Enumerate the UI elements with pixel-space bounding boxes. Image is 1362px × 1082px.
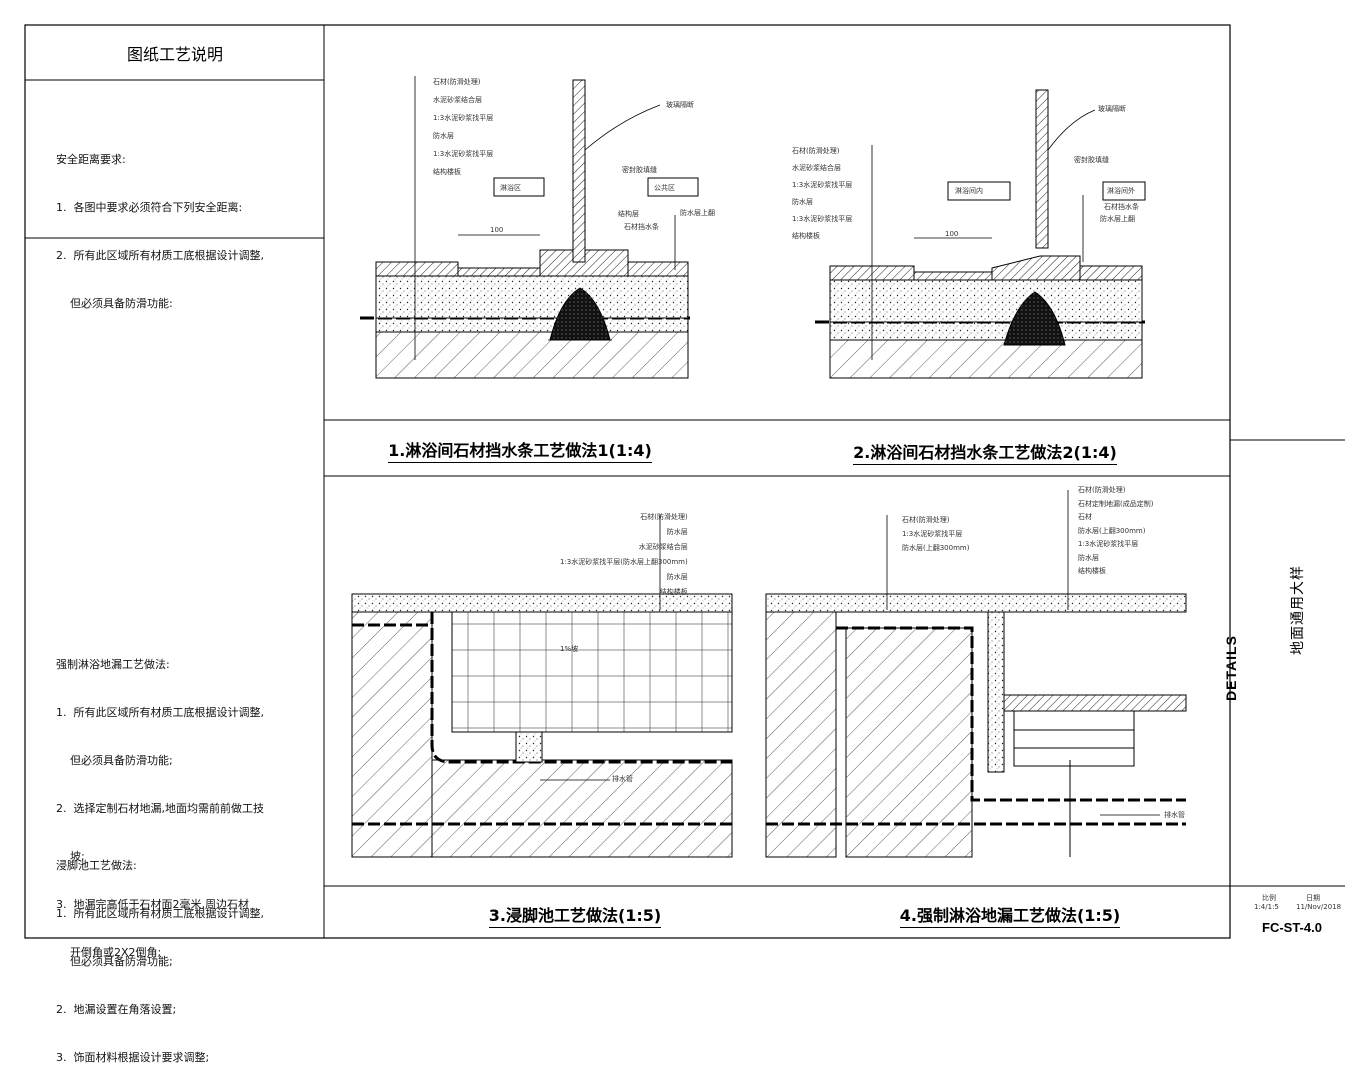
drawing-title-en: DETAILS: [1222, 635, 1239, 701]
footbath-item: 2. 地漏设置在角落设置;: [56, 1003, 177, 1016]
panel-2-tag-left: 淋浴间内: [955, 187, 983, 195]
safety-item: 1. 各图中要求必须符合下列安全距离:: [56, 201, 243, 214]
panel-4-title: 4.强制淋浴地漏工艺做法(1:5): [855, 902, 1165, 928]
footbath-item: 1. 所有此区域所有材质工底根据设计调整,: [56, 907, 264, 920]
shower-item: 开倒角或2X2倒角;: [56, 946, 162, 959]
drawing-title-cn: 地面通用大样: [1290, 565, 1306, 655]
panel-2-dim: 100: [945, 230, 959, 238]
shower-notes: 强制淋浴地漏工艺做法: 1. 所有此区域所有材质工底根据设计调整, 但必须具备防…: [56, 625, 264, 977]
panel-2-tag-right: 淋浴间外: [1107, 187, 1135, 195]
panel-2-right-label: 石材挡水条: [1104, 203, 1139, 211]
panel-1-tag-right: 公共区: [654, 184, 675, 192]
panel-1-right-label: 石材挡水条: [624, 223, 659, 231]
panel-4-right-labels: 石材(防滑处理)石材定制地漏(成品定制)石材防水层(上翻300mm)1:3水泥砂…: [1078, 486, 1154, 575]
drawing-sheet: [24, 24, 1345, 939]
panel-2-right-label: 密封胶填缝: [1074, 156, 1109, 164]
panel-4-left-labels: 石材(防滑处理)1:3水泥砂浆找平层防水层(上翻300mm): [902, 516, 970, 552]
safety-notes: 安全距离要求: 1. 各图中要求必须符合下列安全距离: 2. 所有此区域所有材质…: [56, 120, 264, 328]
panel-1-right-label: 密封胶填缝: [622, 166, 657, 174]
panel-1-tag-left: 淋浴区: [500, 184, 521, 192]
panel-3-drain-label: 排水管: [612, 775, 633, 783]
footbath-notes: 浸脚池工艺做法: 1. 所有此区域所有材质工底根据设计调整, 但必须具备防滑功能…: [56, 826, 264, 1082]
panel-4-section: [765, 490, 1187, 858]
panel-2-title: 2.淋浴间石材挡水条工艺做法2(1:4): [825, 439, 1145, 465]
shower-item: 3. 地漏完高低于石材面2毫米,周边石材: [56, 898, 249, 911]
panel-1-section: [360, 76, 699, 379]
shower-item: 2. 选择定制石材地漏,地面均需前前做工技: [56, 802, 264, 815]
date-value: 11/Nov/2018: [1296, 903, 1342, 911]
footbath-item: 但必须具备防滑功能;: [56, 955, 173, 968]
panel-2-right-label: 防水层上翻: [1100, 215, 1135, 223]
panel-1-right-label: 玻璃隔断: [666, 101, 694, 109]
shower-title: 强制淋浴地漏工艺做法:: [56, 658, 170, 671]
shower-item: 坡;: [56, 850, 85, 863]
panel-2-right-label: 玻璃隔断: [1098, 105, 1126, 113]
panel-2-section: [815, 89, 1146, 379]
panel-3-section: [351, 515, 733, 858]
panel-3-fall-label: 1%坡: [560, 645, 579, 653]
footbath-title: 浸脚池工艺做法:: [56, 859, 137, 872]
panel-1-title: 1.淋浴间石材挡水条工艺做法1(1:4): [360, 437, 680, 463]
drawing-title-block: DETAILS 地面通用大样: [1223, 560, 1338, 780]
date-label: 日期: [1306, 894, 1320, 902]
panel-1-right-label: 防水层上翻: [680, 209, 715, 217]
panel-3-title: 3.浸脚池工艺做法(1:5): [430, 902, 720, 928]
panel-4-drain-label: 排水管: [1164, 811, 1185, 819]
sheet-number: FC-ST-4.0: [1262, 920, 1322, 935]
sheet-frames: [24, 24, 1345, 939]
scale-label: 比例: [1262, 894, 1276, 902]
safety-item: 2. 所有此区域所有材质工底根据设计调整,: [56, 249, 264, 262]
safety-title: 安全距离要求:: [56, 153, 126, 166]
scale-value: 1:4/1:5: [1254, 903, 1279, 911]
footbath-item: 3. 饰面材料根据设计要求调整;: [56, 1051, 210, 1064]
shower-item: 1. 所有此区域所有材质工底根据设计调整,: [56, 706, 264, 719]
panel-1-right-label: 结构层: [618, 210, 639, 218]
notes-header: 图纸工艺说明: [126, 45, 223, 64]
safety-item: 但必须具备防滑功能:: [56, 297, 173, 310]
shower-item: 但必须具备防滑功能;: [56, 754, 173, 767]
panel-1-dim: 100: [490, 226, 504, 234]
